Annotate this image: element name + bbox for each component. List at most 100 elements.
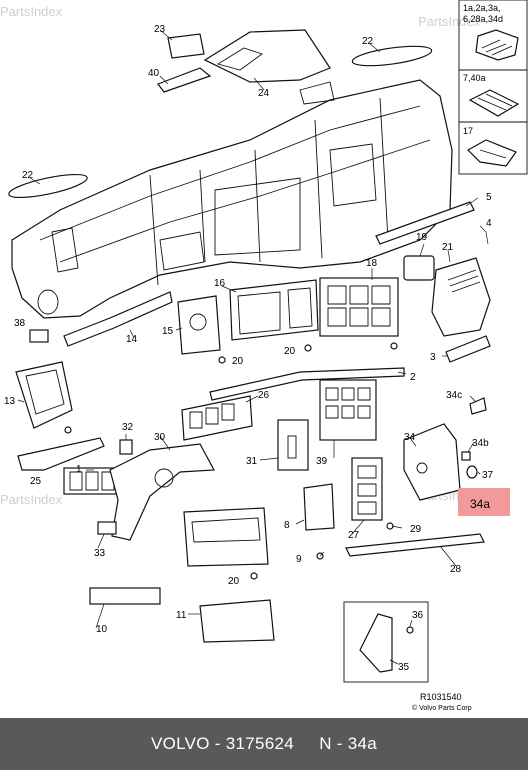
callout-38: 38 <box>14 318 26 329</box>
footer-gap <box>294 734 319 754</box>
callout-10: 10 <box>96 624 108 635</box>
callout-34c: 34c <box>446 390 462 401</box>
switch-panel-26 <box>181 395 253 441</box>
callout-labels: 23 40 24 22 22 5 4 19 21 18 16 15 14 38 … <box>4 24 494 673</box>
callout-28: 28 <box>450 564 462 575</box>
watermark-top-left: PartsIndex <box>0 4 63 19</box>
callout-13: 13 <box>4 396 16 407</box>
callout-36: 36 <box>412 610 424 621</box>
panel-31 <box>277 419 309 471</box>
screw-36 <box>406 626 414 634</box>
clip-33 <box>97 521 117 535</box>
panel-15 <box>177 295 221 355</box>
callout-14: 14 <box>126 334 138 345</box>
inset-top-label-1: 1a,2a,3a, <box>463 3 501 13</box>
callout-20-mid: 20 <box>284 346 296 357</box>
speaker-cover-left <box>8 173 88 199</box>
trim-3 <box>445 335 491 363</box>
dashboard-carrier <box>11 79 453 319</box>
callout-40: 40 <box>148 68 160 79</box>
inset-top-label-2: 6,28a,34d <box>463 14 503 24</box>
inset-bot-label: 17 <box>463 126 473 136</box>
callout-1: 1 <box>76 464 82 475</box>
callout-37: 37 <box>482 470 494 481</box>
callout-15: 15 <box>162 326 174 337</box>
box-11 <box>199 599 275 643</box>
inset-vent-part <box>475 29 519 61</box>
callout-21: 21 <box>442 242 454 253</box>
console-30 <box>109 443 215 541</box>
callout-27: 27 <box>348 530 360 541</box>
glovebox-housing <box>183 507 269 567</box>
footer-brand: VOLVO <box>150 734 210 753</box>
footer-separator: - <box>209 734 226 753</box>
callout-20-top: 20 <box>232 356 244 367</box>
callout-32: 32 <box>122 422 134 433</box>
lid-10 <box>89 587 161 605</box>
panel-27 <box>351 457 383 521</box>
inset-35-36 <box>343 601 429 683</box>
part-37 <box>466 465 478 479</box>
clip-38 <box>29 329 49 343</box>
callout-26: 26 <box>258 390 270 401</box>
highlight-box <box>458 488 510 516</box>
callout-3: 3 <box>430 352 436 363</box>
frame-13 <box>15 361 73 429</box>
part-34c <box>469 397 487 415</box>
strip-2 <box>209 367 405 401</box>
panel-19 <box>403 255 435 281</box>
callout-18: 18 <box>366 258 378 269</box>
callout-22-right: 22 <box>362 36 374 47</box>
cover-23 <box>167 33 205 59</box>
clip-32 <box>119 439 133 455</box>
bracket-35 <box>359 613 393 673</box>
callout-19: 19 <box>416 232 428 243</box>
inset-bracket-part <box>468 89 520 117</box>
copyright: © Volvo Parts Corp <box>412 704 472 712</box>
callout-31: 31 <box>246 456 258 467</box>
callout-5: 5 <box>486 192 492 203</box>
switch-panel-39 <box>319 379 377 441</box>
callout-34b: 34b <box>472 438 489 449</box>
callout-16: 16 <box>214 278 226 289</box>
leader-lines <box>17 29 489 665</box>
strip-40 <box>157 67 212 93</box>
part-34b <box>461 451 471 461</box>
callout-25: 25 <box>30 476 42 487</box>
callout-8: 8 <box>284 520 290 531</box>
callout-33: 33 <box>94 548 106 559</box>
switch-panel-18 <box>319 277 399 337</box>
drawing-reference: R1031540 <box>420 692 462 702</box>
callout-30: 30 <box>154 432 166 443</box>
callout-39: 39 <box>316 456 328 467</box>
footer-position: N - 34a <box>319 734 378 753</box>
top-vent-panel <box>203 29 331 83</box>
inset-clip-part <box>467 139 517 167</box>
callout-9: 9 <box>296 554 302 565</box>
grille-panel-21 <box>431 257 491 337</box>
callout-29: 29 <box>410 524 422 535</box>
strip-5 <box>375 201 475 245</box>
strip-28 <box>345 533 485 557</box>
callout-34: 34 <box>404 432 416 443</box>
callout-11: 11 <box>176 610 187 621</box>
watermark-mid-left: PartsIndex <box>0 492 63 507</box>
footer-part-number: 3175624 <box>225 734 295 753</box>
speaker-cover-right <box>351 45 433 67</box>
inset-mid-label: 7,40a <box>463 73 486 83</box>
bracket-8 <box>303 483 335 531</box>
callout-20-bottom: 20 <box>228 576 240 587</box>
inset-column: 1a,2a,3a, 6,28a,34d 7,40a 17 <box>458 0 528 175</box>
callout-35: 35 <box>398 662 410 673</box>
parts-diagram: PartsIndex PartsIndex PartsIndex PartsIn… <box>0 0 528 712</box>
strip-1 <box>17 437 105 471</box>
watermark-top-right: PartsIndex <box>418 14 481 29</box>
highlight-label: 34a <box>470 497 490 511</box>
callout-23: 23 <box>154 24 166 35</box>
callout-4: 4 <box>486 218 492 229</box>
callout-22-left: 22 <box>22 170 34 181</box>
callout-2: 2 <box>410 372 416 383</box>
cover-14 <box>63 291 173 347</box>
callout-24: 24 <box>258 88 270 99</box>
footer-bar: VOLVO - 3175624 N - 34a <box>0 718 528 770</box>
